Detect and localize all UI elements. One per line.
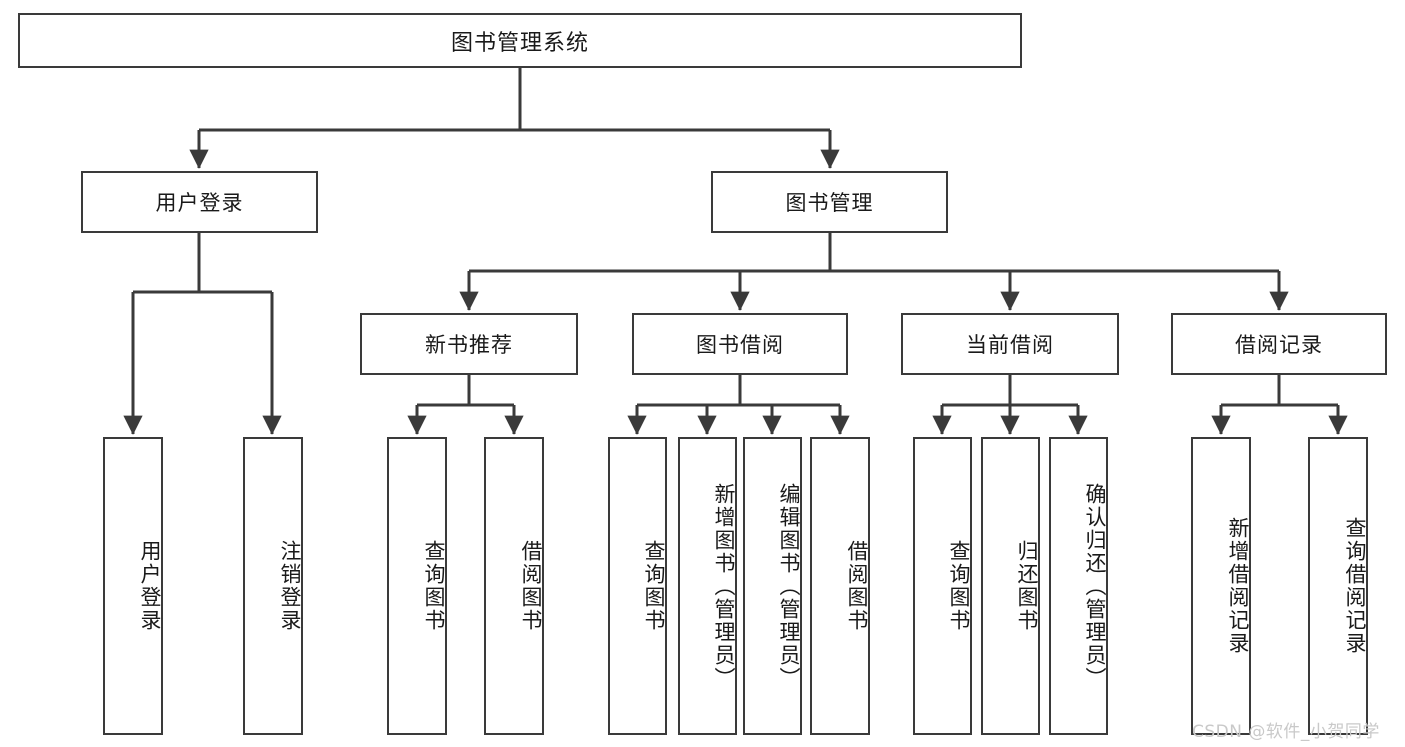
node-current-borrow[interactable]: 当前借阅 [901, 313, 1119, 375]
node-leaf-newbook-borrow-book-label: 借阅图书 [519, 540, 543, 632]
node-leaf-current-confirm-return-label: 确认归还（管理员） [1083, 482, 1107, 690]
node-leaf-user-login[interactable]: 用户登录 [103, 437, 163, 735]
node-user-login-label: 用户登录 [155, 191, 244, 215]
node-leaf-borrow-borrow-book[interactable]: 借阅图书 [810, 437, 870, 735]
node-new-book-recommend[interactable]: 新书推荐 [360, 313, 578, 375]
node-leaf-borrow-query-book-label: 查询图书 [642, 540, 666, 632]
node-leaf-newbook-borrow-book[interactable]: 借阅图书 [484, 437, 544, 735]
node-leaf-newbook-query-book-label: 查询图书 [422, 540, 446, 632]
node-leaf-current-query-book-label: 查询图书 [947, 540, 971, 632]
node-current-borrow-label: 当前借阅 [966, 333, 1054, 357]
node-leaf-record-query[interactable]: 查询借阅记录 [1308, 437, 1368, 735]
node-leaf-logout[interactable]: 注销登录 [243, 437, 303, 735]
node-leaf-current-return-book[interactable]: 归还图书 [981, 437, 1040, 735]
node-leaf-borrow-add-book[interactable]: 新增图书（管理员） [678, 437, 737, 735]
node-user-login[interactable]: 用户登录 [81, 171, 318, 233]
node-root[interactable]: 图书管理系统 [18, 13, 1022, 68]
node-new-book-recommend-label: 新书推荐 [425, 333, 513, 357]
node-leaf-record-add-label: 新增借阅记录 [1226, 517, 1250, 655]
watermark: CSDN @软件_小贺同学 [1192, 722, 1380, 742]
node-borrow-record[interactable]: 借阅记录 [1171, 313, 1387, 375]
node-leaf-current-query-book[interactable]: 查询图书 [913, 437, 972, 735]
node-leaf-current-confirm-return[interactable]: 确认归还（管理员） [1049, 437, 1108, 735]
node-leaf-record-query-label: 查询借阅记录 [1343, 517, 1367, 655]
node-leaf-borrow-query-book[interactable]: 查询图书 [608, 437, 667, 735]
node-book-manage[interactable]: 图书管理 [711, 171, 948, 233]
node-root-label: 图书管理系统 [450, 30, 589, 56]
node-book-borrow-label: 图书借阅 [696, 333, 784, 357]
node-leaf-logout-label: 注销登录 [278, 540, 302, 632]
node-book-borrow[interactable]: 图书借阅 [632, 313, 848, 375]
node-leaf-borrow-add-book-label: 新增图书（管理员） [712, 482, 736, 690]
node-leaf-newbook-query-book[interactable]: 查询图书 [387, 437, 447, 735]
node-borrow-record-label: 借阅记录 [1235, 333, 1323, 357]
node-leaf-record-add[interactable]: 新增借阅记录 [1191, 437, 1251, 735]
node-leaf-borrow-edit-book-label: 编辑图书（管理员） [777, 482, 801, 690]
node-leaf-borrow-borrow-book-label: 借阅图书 [845, 540, 869, 632]
node-book-manage-label: 图书管理 [785, 191, 874, 215]
node-leaf-borrow-edit-book[interactable]: 编辑图书（管理员） [743, 437, 802, 735]
node-leaf-user-login-label: 用户登录 [138, 540, 162, 632]
node-leaf-current-return-book-label: 归还图书 [1015, 540, 1039, 632]
